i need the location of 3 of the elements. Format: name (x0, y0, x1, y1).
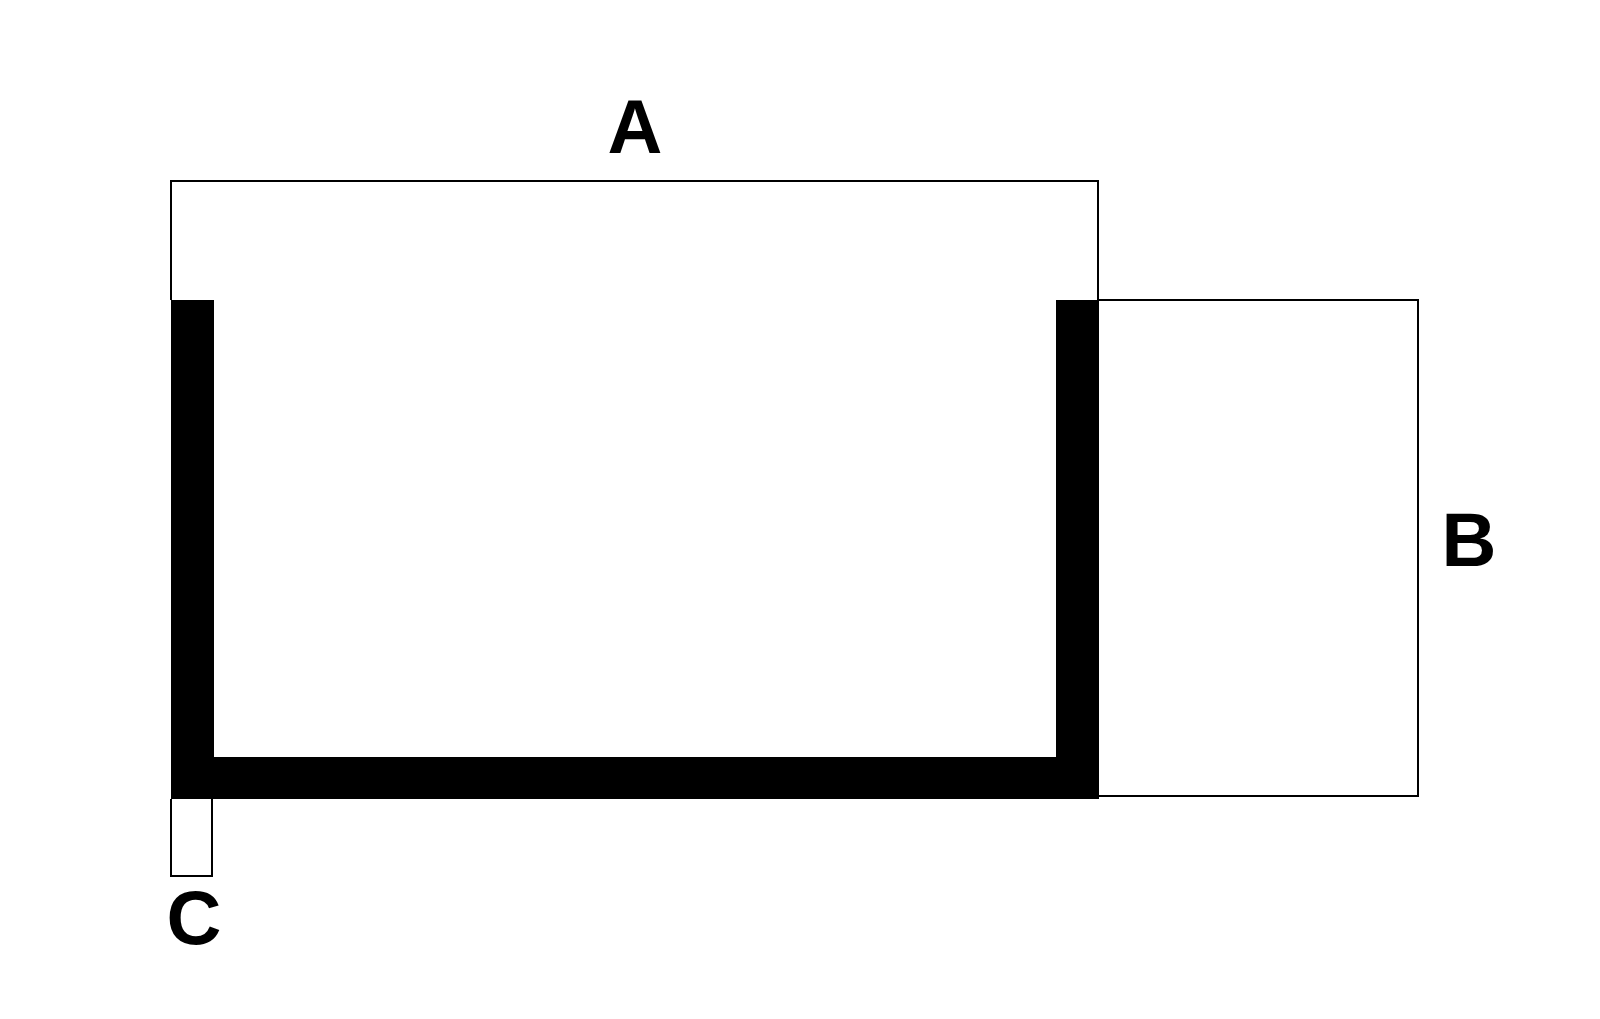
dimension-label: B (1441, 502, 1497, 578)
dimension-label: A (607, 89, 663, 165)
dimension-label: C (166, 880, 222, 956)
